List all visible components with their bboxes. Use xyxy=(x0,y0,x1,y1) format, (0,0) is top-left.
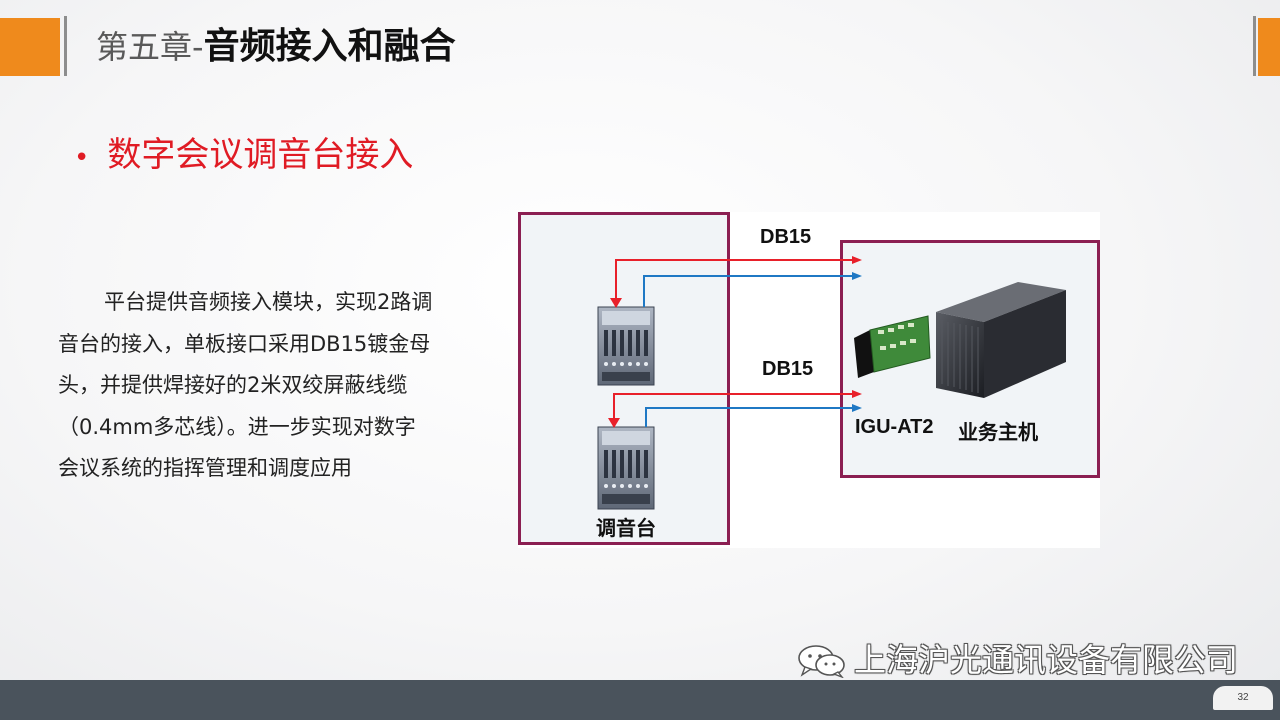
db15-label-top: DB15 xyxy=(760,226,812,248)
slide-title-prefix: 第五章- xyxy=(96,28,204,66)
watermark-text: 上海沪光通讯设备有限公司 xyxy=(854,641,1239,679)
paragraph-line: 会议系统的指挥管理和调度应用 xyxy=(58,456,352,480)
connection-diagram: DB15 DB15 IGU-AT2 业务主机 调音台 xyxy=(518,212,1100,548)
igu-module-label: IGU-AT2 xyxy=(855,416,934,438)
paragraph-line: 音台的接入，单板接口采用DB15镀金母 xyxy=(58,331,431,356)
mixer-label: 调音台 xyxy=(596,516,656,540)
bullet-dot-icon: • xyxy=(74,143,90,173)
wire-pair-top xyxy=(610,256,862,308)
paragraph-line: 头，并提供焊接好的2米双绞屏蔽线缆 xyxy=(58,373,408,397)
slide-title: 第五章-音频接入和融合 xyxy=(96,22,456,72)
bullet-heading-text: 数字会议调音台接入 xyxy=(107,135,414,175)
paragraph-line: （0.4mm多芯线）。进一步实现对数字 xyxy=(58,414,416,439)
host-label: 业务主机 xyxy=(958,420,1038,444)
paragraph-line: 平台提供音频接入模块，实现2路调 xyxy=(104,290,433,314)
bullet-heading: • 数字会议调音台接入 xyxy=(74,130,413,180)
diagram-graphics xyxy=(597,256,1066,510)
title-divider-right xyxy=(1253,16,1256,76)
footer-bar xyxy=(0,680,1280,720)
mixer-device-icon xyxy=(597,426,655,510)
body-paragraph: 平台提供音频接入模块，实现2路调 音台的接入，单板接口采用DB15镀金母 头，并… xyxy=(58,282,488,490)
page-number: 32 xyxy=(1213,686,1273,710)
orange-accent-right xyxy=(1258,18,1280,76)
slide-title-main: 音频接入和融合 xyxy=(203,26,456,67)
wire-pair-bottom xyxy=(608,390,862,428)
mixer-device-icon xyxy=(597,306,655,386)
host-chassis-icon xyxy=(936,282,1066,398)
igu-module-icon xyxy=(854,315,931,378)
wechat-icon xyxy=(798,645,845,678)
orange-accent-left xyxy=(0,18,60,76)
db15-label-bottom: DB15 xyxy=(762,358,814,380)
title-divider-left xyxy=(64,16,67,76)
